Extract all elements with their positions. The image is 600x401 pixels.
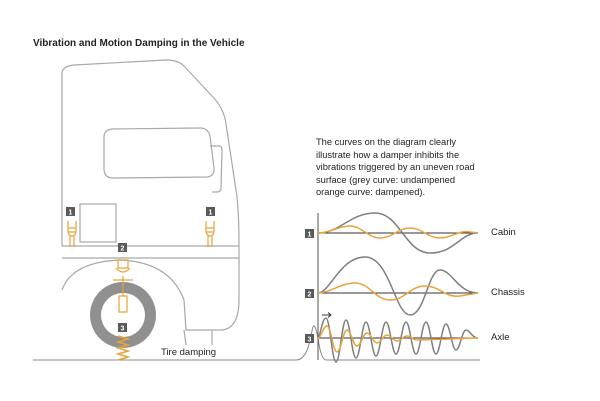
badge-chassis-truck: 2 (118, 243, 127, 252)
label-tire-damping: Tire damping (161, 347, 217, 358)
cab-window (103, 127, 215, 179)
axle-damper (113, 259, 133, 313)
chassis-undampened-curve (317, 256, 479, 316)
badge-cabin-left: 1 (66, 207, 75, 216)
cab-outline (61, 59, 240, 331)
description-line: surface (grey curve: undampened (316, 174, 456, 185)
svg-text:1: 1 (209, 209, 213, 216)
description-line: illustrate how a damper inhibits the (316, 149, 460, 160)
svg-text:3: 3 (121, 325, 125, 332)
description-line: orange curve: dampened). (316, 187, 426, 198)
badge-graph-chassis: 2 (305, 289, 314, 298)
label-axle: Axle (491, 332, 510, 343)
axle-dampened-curve (317, 325, 479, 353)
cab-step-panel (79, 203, 117, 243)
road-surface (33, 325, 480, 361)
label-cabin: Cabin (491, 227, 516, 238)
cabin-dampened-curve (317, 225, 479, 239)
svg-text:3: 3 (308, 336, 312, 343)
diagram-title: Vibration and Motion Damping in the Vehi… (33, 38, 245, 49)
tire-inner (101, 293, 145, 337)
svg-text:1: 1 (308, 231, 312, 238)
description-line: vibrations triggered by an uneven road (316, 162, 475, 173)
svg-text:2: 2 (121, 245, 125, 252)
direction-arrow-icon (322, 312, 332, 318)
svg-text:2: 2 (308, 291, 312, 298)
cabin-damper-left (67, 221, 77, 247)
cabin-damper-right (205, 221, 215, 247)
svg-text:1: 1 (69, 209, 73, 216)
axle-undampened-curve (317, 317, 479, 363)
label-chassis: Chassis (491, 287, 525, 298)
description-line: The curves on the diagram clearly (316, 137, 457, 147)
tire (90, 282, 156, 361)
tire-spring (115, 335, 131, 361)
description-text: The curves on the diagram clearly illust… (316, 136, 526, 199)
badge-graph-cabin: 1 (305, 229, 314, 238)
badge-axle-truck: 3 (118, 323, 127, 332)
badge-cabin-right: 1 (206, 207, 215, 216)
front-lower (183, 329, 213, 346)
side-mirror (210, 145, 223, 193)
badge-graph-axle: 3 (305, 334, 314, 343)
chassis-dampened-curve (317, 282, 479, 301)
